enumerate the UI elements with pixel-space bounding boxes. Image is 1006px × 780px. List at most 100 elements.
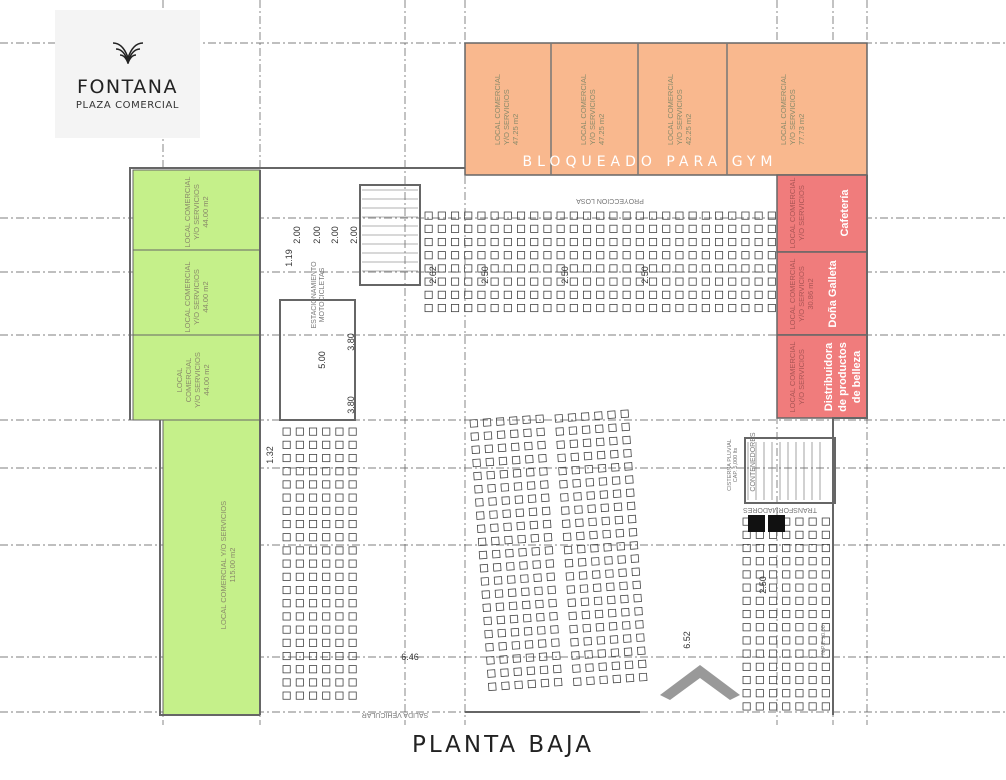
paver — [518, 547, 527, 557]
paver — [530, 211, 539, 220]
unit-area: 44.00 m2 — [202, 364, 211, 395]
paver — [295, 612, 304, 621]
paver — [308, 480, 318, 489]
paver — [348, 533, 357, 542]
paver — [569, 211, 578, 220]
paver — [742, 676, 751, 685]
paver — [619, 581, 628, 591]
paver — [504, 535, 513, 545]
paver — [795, 596, 804, 605]
paver — [490, 264, 499, 273]
blocked-zone-area[interactable] — [464, 42, 868, 176]
transformer-block — [748, 515, 765, 532]
available-unit-2[interactable] — [132, 249, 261, 336]
paver — [795, 583, 804, 592]
paver — [613, 502, 623, 512]
paver — [638, 672, 648, 682]
paver — [282, 678, 291, 687]
paver — [335, 665, 344, 674]
paver — [701, 224, 710, 233]
paver — [535, 599, 544, 609]
paver — [490, 277, 499, 286]
paver — [662, 237, 671, 247]
paver — [335, 625, 344, 634]
paver — [348, 678, 357, 687]
paver — [609, 211, 618, 220]
paver — [335, 612, 344, 621]
paver — [588, 517, 597, 527]
occupied-unit-distribuidora[interactable] — [776, 334, 868, 419]
paver — [649, 290, 658, 299]
paver — [584, 464, 594, 474]
paver — [524, 640, 534, 649]
paver — [322, 546, 331, 555]
paver — [569, 277, 578, 286]
paver — [295, 691, 304, 700]
paver — [610, 648, 620, 657]
paver — [481, 590, 491, 599]
paver — [728, 224, 737, 233]
paver — [622, 290, 631, 299]
paver — [609, 237, 618, 247]
paver — [499, 655, 508, 664]
paver — [308, 638, 318, 647]
paver — [591, 570, 601, 579]
available-unit-4[interactable] — [162, 419, 261, 716]
occupied-unit-dona-galleta[interactable] — [776, 251, 868, 336]
paver — [795, 676, 804, 685]
occupied-unit-cafeteria[interactable] — [776, 174, 868, 253]
paver — [808, 649, 817, 658]
available-unit-3[interactable] — [132, 334, 261, 421]
paver — [602, 529, 611, 539]
paver — [715, 277, 724, 286]
paver — [635, 211, 644, 220]
paver — [741, 211, 750, 220]
paver — [808, 583, 817, 592]
paver — [612, 489, 622, 498]
unit-label: Y/O SERVICIOS — [588, 89, 597, 145]
available-units: LOCAL COMERCIAL Y/O SERVICIOS 44.00 m2 L… — [132, 169, 261, 716]
paver — [335, 467, 344, 476]
paver — [662, 211, 671, 220]
paver — [609, 290, 618, 299]
unit-label: Y/O SERVICIOS — [797, 185, 806, 241]
paver — [322, 612, 331, 621]
paver — [621, 607, 630, 617]
dimension-label: 2.00 — [330, 226, 340, 244]
paver — [335, 427, 344, 436]
paver — [569, 303, 578, 313]
paver — [335, 599, 344, 608]
paver — [322, 559, 331, 568]
unit-label: COMERCIAL — [184, 358, 193, 403]
paver — [503, 290, 512, 299]
paver — [631, 567, 641, 577]
paver — [322, 493, 331, 502]
paver — [616, 542, 626, 551]
paver — [512, 468, 522, 478]
paver — [688, 211, 697, 220]
paver — [554, 414, 564, 423]
paver — [795, 557, 804, 566]
paver — [782, 702, 791, 711]
available-unit-1[interactable] — [132, 169, 261, 251]
dimension-label: 1.32 — [265, 446, 275, 464]
tenant-name: Doña Galleta — [827, 260, 839, 328]
paver — [769, 623, 778, 632]
paver — [464, 277, 473, 286]
paver — [516, 521, 526, 531]
dimension-label: 3.80 — [346, 333, 356, 351]
paver — [539, 467, 548, 476]
paver — [767, 251, 776, 260]
paver — [622, 237, 631, 247]
paver — [477, 224, 486, 233]
paver — [520, 574, 529, 583]
paver — [821, 676, 830, 685]
paver — [728, 251, 737, 260]
walls — [129, 167, 868, 716]
paver — [282, 493, 291, 502]
paver — [498, 641, 507, 651]
paver — [635, 224, 644, 233]
unit-area: 77.73 m2 — [797, 114, 806, 145]
paver — [475, 498, 484, 507]
paver — [688, 290, 697, 299]
